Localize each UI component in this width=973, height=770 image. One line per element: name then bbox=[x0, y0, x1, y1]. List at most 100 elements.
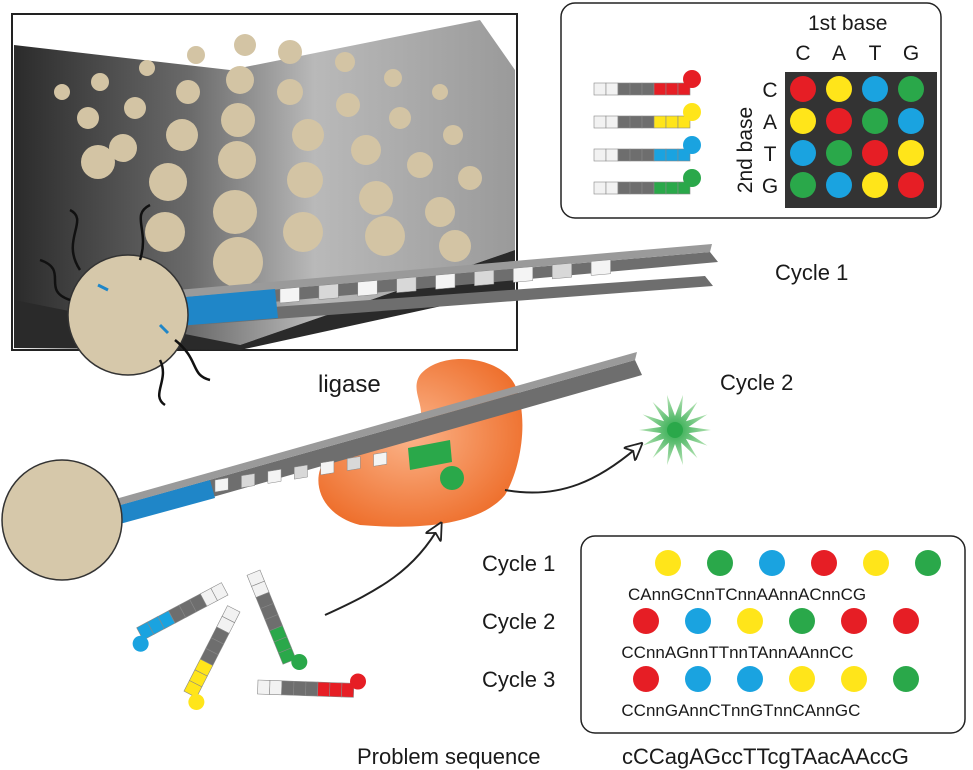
legend-probe-block bbox=[617, 148, 631, 162]
well bbox=[287, 162, 323, 198]
matrix-cell-dot bbox=[862, 140, 888, 166]
legend-probe-block bbox=[641, 82, 655, 96]
legend-probe-block bbox=[593, 115, 607, 129]
results-sequence: CCnnAGnnTTnnTAnnAAnnCC bbox=[621, 643, 853, 662]
legend-probe-block bbox=[605, 181, 619, 195]
result-dot bbox=[737, 666, 763, 692]
strand-segment bbox=[318, 283, 339, 300]
well bbox=[91, 73, 109, 91]
cycle2-strand-group bbox=[110, 352, 642, 525]
matrix-cell-dot bbox=[790, 140, 816, 166]
free-probe bbox=[183, 605, 241, 711]
legend-probe-block bbox=[629, 181, 643, 195]
well bbox=[221, 103, 255, 137]
legend-probe-block bbox=[665, 181, 679, 195]
probe-dye bbox=[440, 466, 464, 490]
strand-segment bbox=[241, 473, 255, 489]
matrix-cell-dot bbox=[790, 172, 816, 198]
result-dot bbox=[685, 666, 711, 692]
matrix-cell-dot bbox=[862, 172, 888, 198]
well bbox=[277, 79, 303, 105]
legend-probe-dye bbox=[683, 103, 701, 121]
matrix-cells bbox=[790, 76, 924, 198]
matrix-cell-dot bbox=[826, 76, 852, 102]
well bbox=[389, 107, 411, 129]
result-dot bbox=[707, 550, 733, 576]
fluorescence-flash bbox=[639, 394, 711, 466]
well bbox=[226, 66, 254, 94]
well bbox=[54, 84, 70, 100]
primer-segment bbox=[175, 289, 278, 326]
well bbox=[176, 80, 200, 104]
matrix-col-C: C bbox=[795, 42, 810, 65]
problem-label: Problem sequence bbox=[357, 744, 540, 769]
matrix-col-T: T bbox=[869, 42, 882, 65]
matrix-cell-dot bbox=[826, 140, 852, 166]
result-dot bbox=[841, 608, 867, 634]
legend-probes bbox=[593, 70, 701, 195]
strand-segment bbox=[551, 262, 572, 280]
result-dot bbox=[811, 550, 837, 576]
strand-segment bbox=[396, 276, 417, 293]
legend-probe-block bbox=[605, 115, 619, 129]
strand-segment bbox=[267, 468, 282, 484]
matrix-row-C: C bbox=[762, 79, 777, 102]
strand-segment bbox=[590, 259, 611, 276]
legend-probe-block bbox=[617, 82, 631, 96]
result-dot bbox=[893, 608, 919, 634]
legend-probe-block bbox=[653, 82, 667, 96]
ligase-label: ligase bbox=[318, 371, 381, 398]
results-cycle-label: Cycle 2 bbox=[482, 609, 555, 634]
matrix-cell-dot bbox=[826, 108, 852, 134]
well bbox=[425, 197, 455, 227]
result-dot bbox=[789, 608, 815, 634]
cycle1-strand-group bbox=[175, 244, 718, 326]
well bbox=[407, 152, 433, 178]
well bbox=[149, 163, 187, 201]
well bbox=[292, 119, 324, 151]
legend-probe-dye bbox=[683, 169, 701, 187]
bead-bottom bbox=[1, 459, 123, 581]
strand-segment bbox=[214, 477, 229, 493]
results-cycle-label: Cycle 3 bbox=[482, 667, 555, 692]
strand-segment bbox=[320, 460, 335, 476]
result-dot bbox=[759, 550, 785, 576]
free-probe bbox=[246, 569, 308, 670]
emission-arrow bbox=[504, 445, 640, 494]
matrix-cell-dot bbox=[898, 76, 924, 102]
well bbox=[443, 125, 463, 145]
legend-probe-block bbox=[665, 82, 679, 96]
well bbox=[234, 34, 256, 56]
matrix-row-T: T bbox=[764, 143, 777, 166]
free-probe bbox=[132, 582, 229, 652]
legend-probe-block bbox=[629, 82, 643, 96]
matrix-cell-dot bbox=[862, 76, 888, 102]
well bbox=[139, 60, 155, 76]
strand-segment bbox=[357, 280, 378, 297]
cycle1-label: Cycle 1 bbox=[775, 260, 848, 285]
result-dot bbox=[655, 550, 681, 576]
matrix-cell-dot bbox=[790, 108, 816, 134]
well bbox=[336, 93, 360, 117]
matrix-row-A: A bbox=[763, 111, 777, 134]
probe-segments-2 bbox=[214, 451, 388, 493]
legend-probe-block bbox=[653, 181, 667, 195]
well bbox=[384, 69, 402, 87]
result-dot bbox=[915, 550, 941, 576]
legend-probe-block bbox=[593, 148, 607, 162]
results-sequence: CCnnGAnnCTnnGTnnCAnnGC bbox=[621, 701, 860, 720]
matrix-cell-dot bbox=[898, 108, 924, 134]
well bbox=[278, 40, 302, 64]
result-dot bbox=[841, 666, 867, 692]
well bbox=[218, 141, 256, 179]
legend-probe-block bbox=[629, 148, 643, 162]
result-dot bbox=[863, 550, 889, 576]
matrix-col-G: G bbox=[903, 42, 919, 65]
primer-segment-2 bbox=[110, 480, 215, 525]
incoming-probe-arrow bbox=[324, 525, 440, 616]
second-base-title: 2nd base bbox=[734, 107, 757, 193]
legend-probe-block bbox=[593, 181, 607, 195]
